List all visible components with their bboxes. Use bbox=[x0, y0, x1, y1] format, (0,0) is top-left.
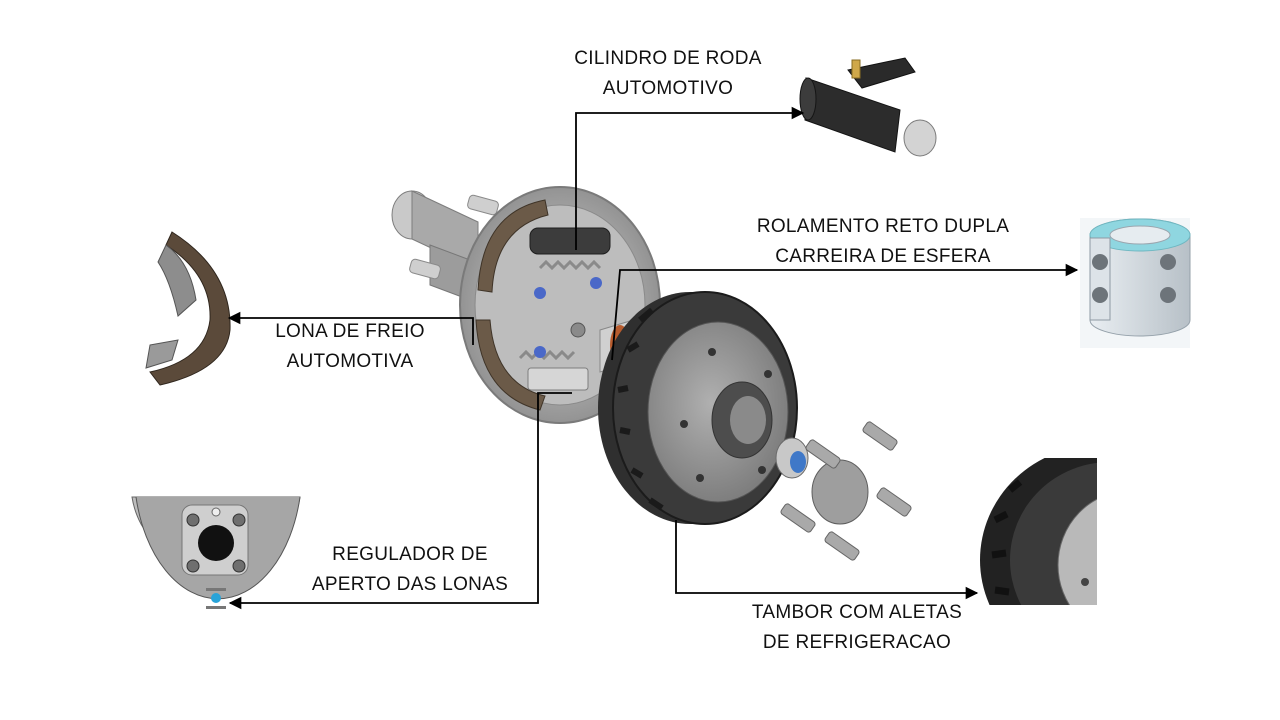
finned-drum-illustration bbox=[980, 458, 1097, 605]
label-rolamento: ROLAMENTO RETO DUPLA CARREIRA DE ESFERA bbox=[738, 212, 1028, 272]
cilindro-leader bbox=[575, 106, 805, 250]
hub-nut-and-bolts bbox=[775, 421, 912, 561]
label-line: ROLAMENTO RETO DUPLA bbox=[756, 216, 1010, 237]
leader-lines bbox=[227, 106, 1079, 610]
label-cilindro-de-roda: CILINDRO DE RODA AUTOMOTIVO bbox=[548, 44, 788, 104]
label-line: DE REFRIGERACAO bbox=[762, 632, 952, 653]
rolamento-leader bbox=[611, 263, 1079, 361]
brake-drum bbox=[598, 291, 798, 525]
label-line: REGULADOR DE bbox=[332, 544, 488, 565]
label-line: CARREIRA DE ESFERA bbox=[775, 246, 991, 267]
lona-leader bbox=[227, 311, 474, 345]
main-assembly-illustration bbox=[391, 186, 912, 561]
wheel-cylinder-illustration bbox=[799, 57, 937, 157]
drum-adjuster-view-illustration bbox=[131, 496, 301, 609]
label-line: TAMBOR COM ALETAS bbox=[751, 602, 963, 623]
label-tambor: TAMBOR COM ALETAS DE REFRIGERACAO bbox=[722, 598, 992, 658]
label-line: APERTO DAS LONAS bbox=[311, 574, 509, 595]
label-line: CILINDRO DE RODA bbox=[574, 48, 762, 69]
axle-spindle bbox=[391, 190, 499, 301]
label-line: LONA DE FREIO bbox=[275, 321, 425, 342]
label-line: AUTOMOTIVA bbox=[286, 351, 414, 372]
regulador-leader bbox=[228, 392, 572, 610]
label-regulador: REGULADOR DE APERTO DAS LONAS bbox=[290, 540, 530, 600]
tambor-leader bbox=[675, 520, 979, 600]
label-line: AUTOMOTIVO bbox=[602, 78, 734, 99]
brake-lining-illustration bbox=[145, 231, 231, 386]
label-lona-de-freio: LONA DE FREIO AUTOMOTIVA bbox=[250, 317, 450, 377]
double-row-ball-bearing-illustration bbox=[1080, 218, 1191, 348]
